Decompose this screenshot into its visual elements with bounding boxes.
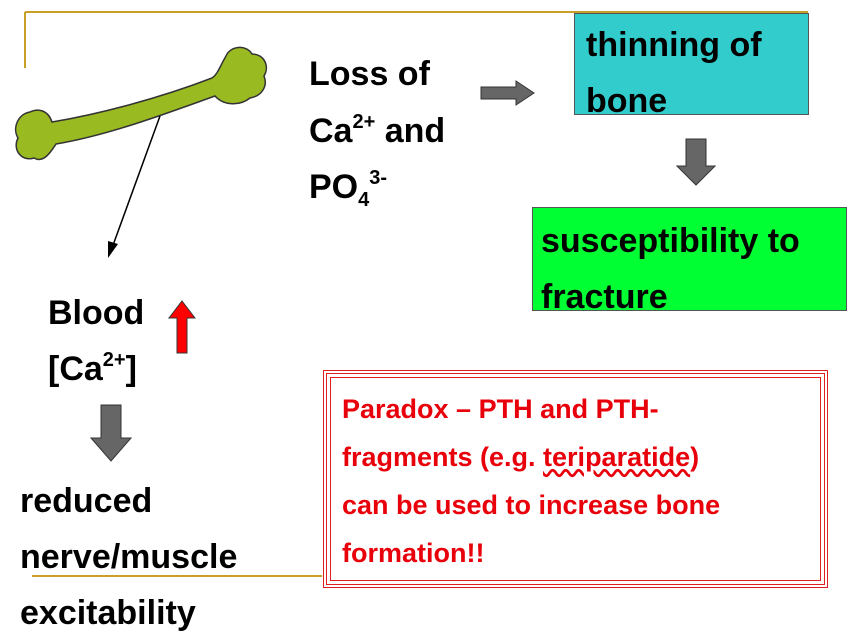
right-arrow-icon [480,80,535,106]
down-arrow-icon [90,404,132,462]
teriparatide-term: teriparatide [543,442,691,472]
paradox-line-1: Paradox – PTH and PTH- [342,394,659,424]
bone-to-blood-arrow-line [111,115,161,249]
loss-line-2: Ca2+ and [309,111,446,150]
up-arrow-icon [168,300,196,354]
reduced-line-2: nerve/muscle [20,538,238,576]
reduced-line-1: reduced [20,482,153,520]
susceptibility-line-1: susceptibility to [541,222,800,260]
fracture-box: susceptibility to fracture [532,207,847,316]
thinning-box: thinning of bone [574,13,809,120]
bone-to-blood-arrowhead [108,241,118,258]
reduced-line-3: excitability [20,594,196,632]
down-arrow-icon [676,138,716,186]
blood-ca-close: ] [125,350,137,388]
susceptibility-line-2: fracture [541,278,668,316]
loss-po-charge: 3- [369,167,388,189]
loss-line-3: PO43- [309,167,388,210]
bone-illustration [14,46,268,258]
blood-ca-open: [Ca [48,350,103,388]
loss-line-1: Loss of [309,55,430,93]
loss-ca: Ca [309,112,353,150]
loss-po: PO [309,168,359,206]
blood-ca-charge: 2+ [102,349,126,371]
thinning-line-2: bone [586,82,668,120]
bone-icon [14,46,268,161]
loss-ca-charge: 2+ [352,111,376,133]
paradox-fragments: fragments (e.g. [342,442,544,472]
blood-calcium: [Ca2+] [48,349,137,388]
loss-po-subscript: 4 [358,189,370,211]
loss-and: and [375,112,446,150]
paradox-close-paren: ) [690,442,700,472]
paradox-line-2: fragments (e.g. teriparatide) [342,444,699,471]
paradox-line-3: can be used to increase bone [342,490,721,520]
paradox-line-4: formation!! [342,538,485,568]
blood-label: Blood [48,294,145,332]
paradox-box: Paradox – PTH and PTH- fragments (e.g. t… [323,370,828,588]
thinning-line-1: thinning of [586,26,762,64]
